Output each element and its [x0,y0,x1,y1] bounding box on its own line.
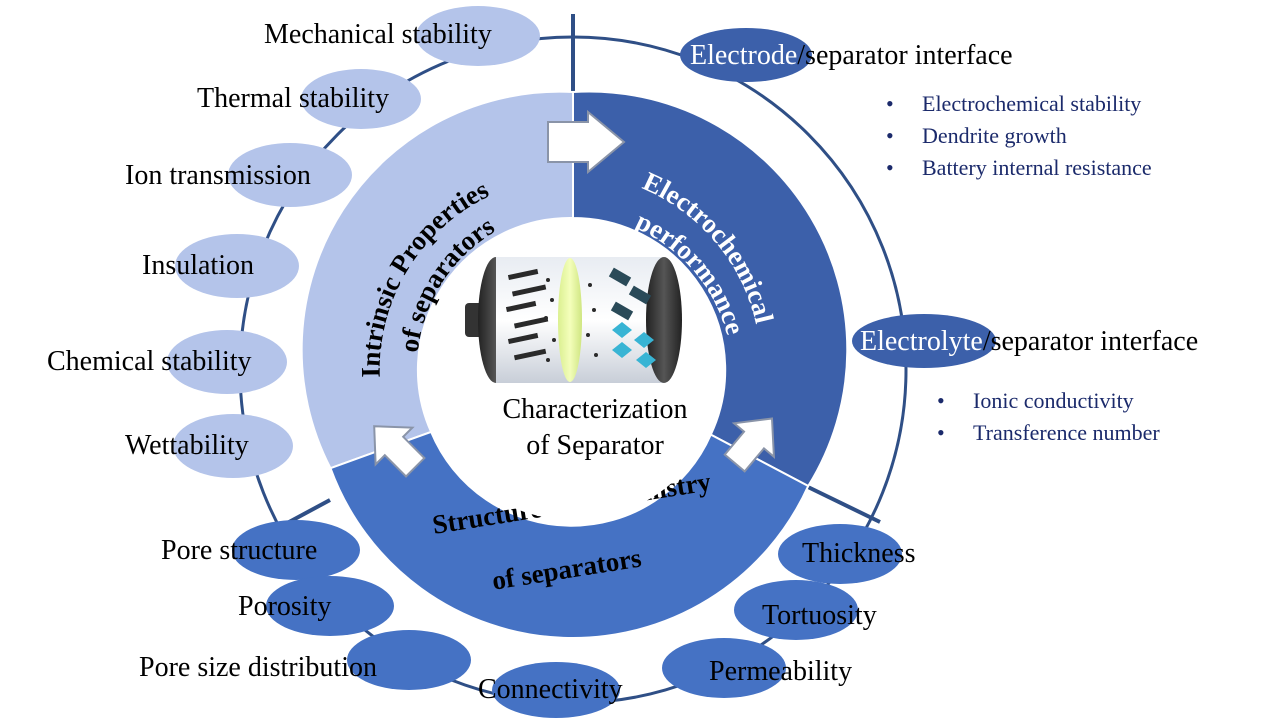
ellipse-permeability [662,638,786,698]
label-thickness: Thickness [802,538,916,569]
ellipse-ion-transmission [228,143,352,207]
right-connector-line [807,485,881,524]
electrode-bullet: Dendrite growth [882,120,1152,152]
label-tortuosity: Tortuosity [762,600,877,631]
ellipse-chemical-stability [167,330,287,394]
label-connectivity: Connectivity [478,674,623,705]
label-wettability: Wettability [125,430,249,461]
electrolyte-interface-rest: /separator interface [982,326,1199,357]
electrolyte-pill [852,314,996,368]
label-pore-size-distribution: Pore size distribution [139,652,377,683]
electrolyte-bullet: Ionic conductivity [933,385,1160,417]
label-insulation: Insulation [142,250,254,281]
label-porosity: Porosity [238,591,332,622]
battery-illustration [465,257,682,383]
electrode-bullet: Electrochemical stability [882,88,1152,120]
ellipse-insulation [175,234,299,298]
ellipse-thickness [778,524,902,584]
ellipse-pore-size-distribution [347,630,471,690]
label-chemical-stability: Chemical stability [47,346,252,377]
arrow-structure-to-intrinsic [373,425,426,478]
electrode-interface-title: Electrode/separator interface [690,42,1013,70]
label-thermal-stability: Thermal stability [197,83,390,114]
label-permeability: Permeability [709,656,853,687]
electrode-bullet: Battery internal resistance [882,152,1152,184]
electrode-pill [680,28,812,82]
ring-segment-intrinsic [300,90,574,470]
electrode-bullet-list: Electrochemical stability Dendrite growt… [882,88,1152,184]
ellipse-porosity [266,576,394,636]
arrow-structure-to-electrochemical [723,417,776,473]
label-ion-transmission: Ion transmission [125,160,311,191]
electrode-highlight: Electrode [690,40,798,71]
label-pore-structure: Pore structure [161,535,318,566]
label-mechanical-stability: Mechanical stability [264,19,492,50]
ellipse-mechanical-stability [416,6,540,66]
ring-segment-structure [329,430,810,640]
electrolyte-interface-title: Electrolyte/separator interface [860,328,1198,356]
electrolyte-bullet-list: Ionic conductivity Transference number [933,385,1160,449]
ellipse-thermal-stability [301,69,421,129]
electrolyte-highlight: Electrolyte [860,326,983,357]
ellipse-wettability [173,414,293,478]
electrolyte-bullet: Transference number [933,417,1160,449]
ellipse-connectivity [492,662,620,718]
electrode-interface-rest: /separator interface [797,40,1013,71]
ellipse-pore-structure [232,520,360,580]
arrow-intrinsic-to-electrochemical [547,109,626,175]
ellipse-tortuosity [734,580,858,640]
center-title-line1: Characterization [502,394,688,425]
ring-segment-electrochemical [572,90,849,488]
center-title: Characterization of Separator [470,392,720,464]
center-title-line2: of Separator [526,430,664,461]
